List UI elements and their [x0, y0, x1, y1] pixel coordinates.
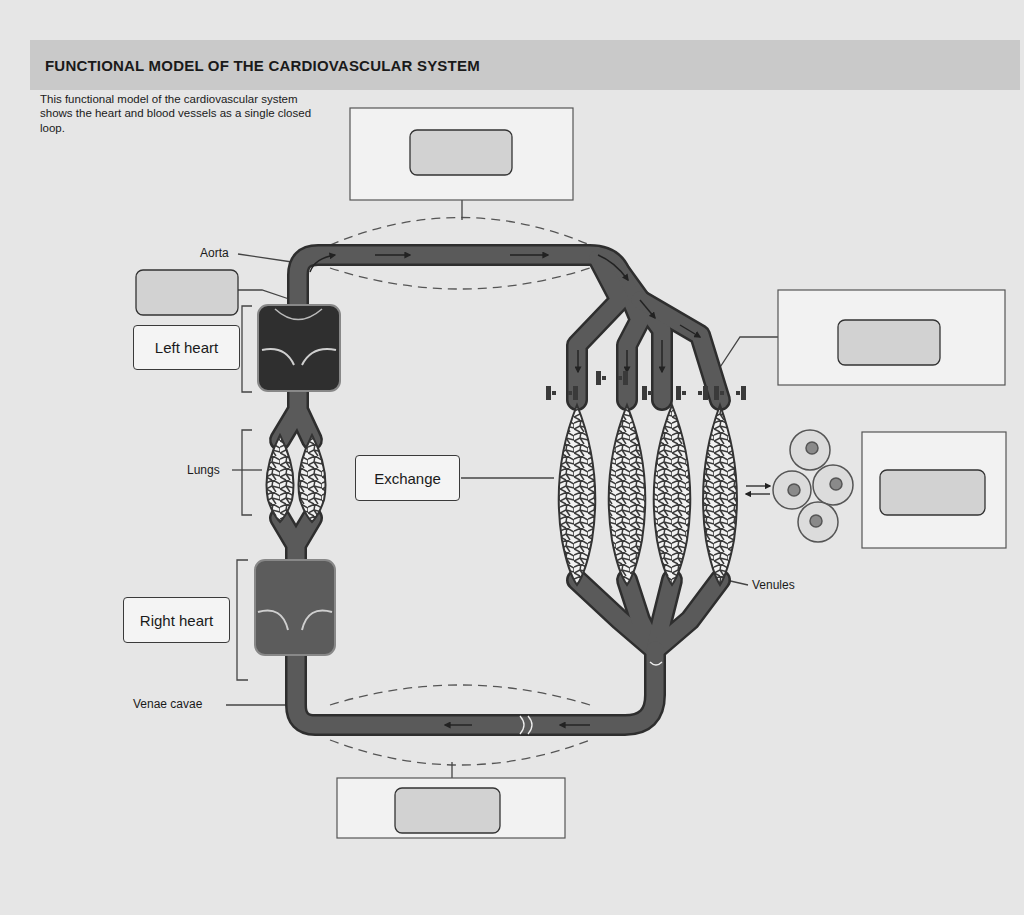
capillary-bed [267, 405, 737, 585]
box-text: Exchange [374, 470, 441, 487]
part-label: Venae cavae [133, 697, 202, 712]
blood-vessel [280, 255, 720, 725]
intro-note: This functional model of the cardiovascu… [40, 92, 325, 135]
box-text: Right heart [140, 612, 213, 629]
box-text: Left heart [155, 339, 218, 356]
label-box: Right heart [123, 597, 230, 643]
blank-label-box [136, 108, 1006, 838]
label-box: Exchange [355, 455, 460, 501]
part-label: Venules [752, 578, 795, 593]
part-label: Lungs [187, 463, 220, 478]
dashed-bracket [330, 218, 590, 766]
leader-line [226, 200, 778, 778]
flow-arrow [310, 255, 700, 725]
title-band [30, 40, 1020, 90]
vessel-seam [520, 662, 662, 734]
page-title: FUNCTIONAL MODEL OF THE CARDIOVASCULAR S… [45, 57, 480, 74]
label-box: Left heart [133, 325, 240, 370]
part-label: Aorta [200, 246, 229, 261]
tissue-cell [773, 430, 853, 542]
exchange-arrow [746, 486, 770, 494]
heart-chamber [255, 305, 340, 655]
sphincter-symbol [546, 371, 746, 400]
